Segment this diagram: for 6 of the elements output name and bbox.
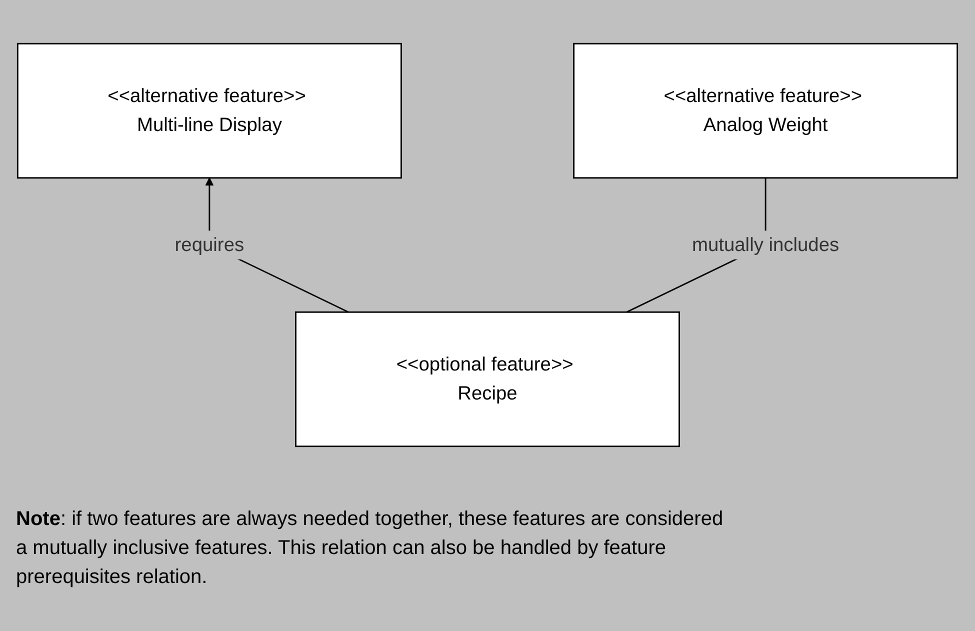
node-box: <<alternative feature>> Analog Weight (573, 42, 958, 179)
node-box: <<alternative feature>> Multi-line Display (16, 42, 402, 179)
edge-label: requires (174, 234, 244, 256)
node-box: <<optional feature>> Recipe (295, 311, 680, 448)
note-text: Note: if two features are always needed together, these features are considered a mutually inclusive features. This relation can also be handled by feature prerequisites relation. (16, 507, 724, 590)
edge-label: mutually includes (692, 234, 840, 256)
